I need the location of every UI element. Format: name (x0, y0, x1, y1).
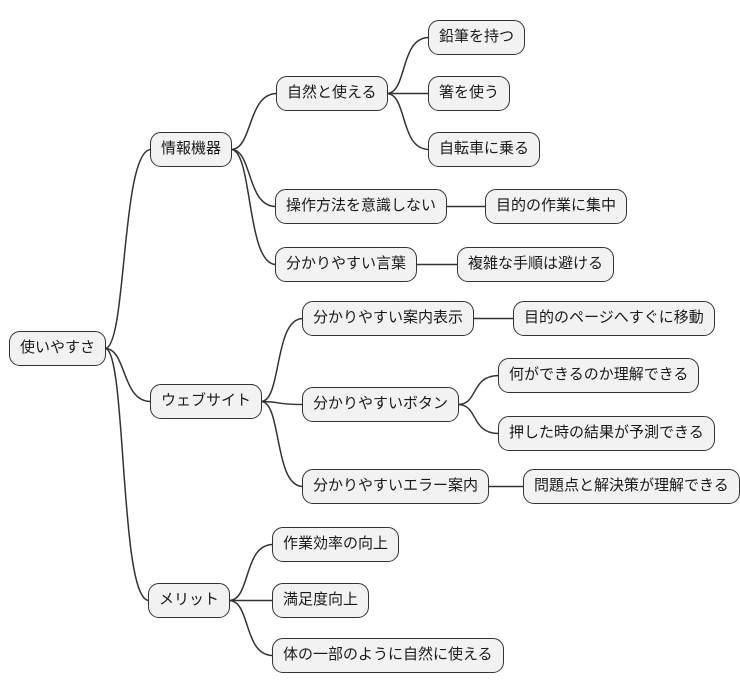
mindmap-edge (104, 347, 152, 403)
mindmap-node-like-body-part: 体の一部のように自然に使える (272, 638, 504, 673)
mindmap-node-avoid-complex-steps: 複雑な手順は避ける (457, 247, 615, 282)
mindmap-node-hold-pencil: 鉛筆を持つ (428, 20, 526, 55)
mindmap-node-website: ウェブサイト (150, 384, 263, 419)
mindmap-edge (386, 36, 430, 95)
mindmap-node-understand-problem-solution: 問題点と解決策が理解できる (523, 469, 740, 504)
mindmap-node-merits: メリット (148, 583, 231, 618)
mindmap-node-clear-buttons: 分かりやすいボタン (302, 387, 460, 422)
mindmap-node-use-chopsticks: 箸を使う (428, 76, 511, 111)
mindmap-node-clear-words: 分かりやすい言葉 (275, 247, 418, 282)
mindmap-node-use-naturally: 自然と使える (276, 76, 388, 111)
mindmap-node-predict-press-result: 押した時の結果が予測できる (498, 416, 715, 451)
mindmap-edge (457, 374, 500, 406)
mindmap-node-move-to-page-quickly: 目的のページへすぐに移動 (513, 301, 715, 336)
mindmap-edge (228, 543, 274, 602)
mindmap-edge (457, 403, 500, 435)
mindmap-edge (230, 148, 277, 266)
mindmap-edge (260, 400, 304, 488)
mindmap-node-root: 使いやすさ (9, 331, 107, 366)
mindmap-edge (230, 148, 277, 208)
mindmap-node-unconscious-operation: 操作方法を意識しない (275, 189, 448, 224)
mindmap-node-understand-capability: 何ができるのか理解できる (498, 358, 700, 393)
mindmap-node-work-efficiency: 作業効率の向上 (272, 527, 400, 562)
mindmap-node-ride-bicycle: 自転車に乗る (428, 132, 541, 167)
mindmap-edge (228, 599, 274, 657)
mindmap-edge (261, 400, 304, 406)
mindmap-node-information-devices: 情報機器 (150, 132, 233, 167)
mindmap-edge (386, 92, 430, 151)
mindmap-edge (104, 148, 152, 350)
mindmap-edge (104, 347, 150, 602)
mindmap-edge (260, 317, 304, 403)
mindmap-edge (230, 92, 278, 151)
mindmap-node-focus-on-task: 目的の作業に集中 (485, 189, 628, 224)
mindmap-node-clear-signage: 分かりやすい案内表示 (302, 301, 475, 336)
mindmap-node-satisfaction: 満足度向上 (272, 583, 370, 618)
mindmap-node-clear-error-guidance: 分かりやすいエラー案内 (302, 469, 490, 504)
